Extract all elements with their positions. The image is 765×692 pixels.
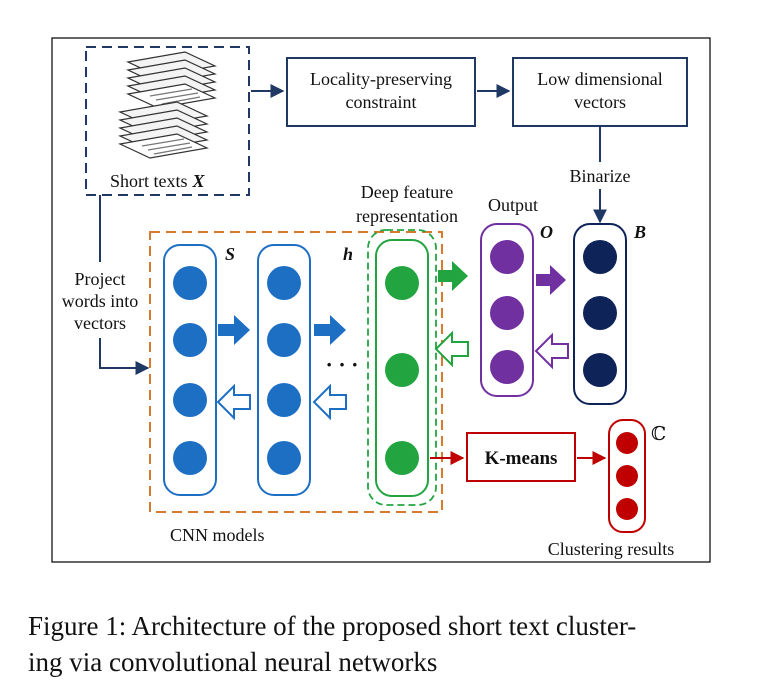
kmeans-box xyxy=(466,432,576,482)
deep-feature-label-1: Deep feature xyxy=(361,182,453,202)
deep-feature-label-2: representation xyxy=(356,206,458,226)
caption-line-2: ing via convolutional neural networks xyxy=(28,647,438,677)
project-label-3: vectors xyxy=(74,313,126,333)
green-forward-arrow xyxy=(438,261,468,291)
project-arrow xyxy=(99,338,150,375)
symbol-s: S xyxy=(225,244,235,264)
figure-frame xyxy=(51,37,711,563)
cnn-models-box xyxy=(149,231,443,513)
binary-node-3 xyxy=(583,353,617,387)
cnn-l2-node-2 xyxy=(267,323,301,357)
cnn-s-node-3 xyxy=(173,383,207,417)
caption-line-1: Figure 1: Architecture of the proposed s… xyxy=(28,611,637,641)
binarize-label: Binarize xyxy=(570,166,631,186)
cnn-l2-node-1 xyxy=(267,266,301,300)
output-node-2 xyxy=(490,296,524,330)
binary-node-1 xyxy=(583,240,617,274)
locality-label-1: Locality-preserving xyxy=(310,69,452,89)
purple-forward-arrow xyxy=(536,265,566,295)
cnn-l2-node-4 xyxy=(267,441,301,475)
cnn-layer-2 xyxy=(257,244,311,496)
feature-node-3 xyxy=(385,441,419,475)
project-label-1: Project xyxy=(75,269,126,289)
cnn-s-node-1 xyxy=(173,266,207,300)
symbol-b: B xyxy=(633,222,646,242)
cnn-l2-node-3 xyxy=(267,383,301,417)
symbol-o: O xyxy=(540,222,553,242)
locality-label-2: constraint xyxy=(346,92,417,112)
output-node-1 xyxy=(490,240,524,274)
kmeans-label: K-means xyxy=(485,448,558,469)
symbol-c: ℂ xyxy=(651,424,666,445)
feature-node-1 xyxy=(385,266,419,300)
cluster-node-1 xyxy=(616,432,638,454)
cnn-s-node-2 xyxy=(173,323,207,357)
cnn-models-label: CNN models xyxy=(170,525,265,545)
output-node-3 xyxy=(490,350,524,384)
binary-node-2 xyxy=(583,296,617,330)
cnn-s-node-4 xyxy=(173,441,207,475)
low-dim-label-2: vectors xyxy=(574,92,626,112)
forward-arrow-1 xyxy=(218,315,250,345)
low-dim-box xyxy=(512,57,688,127)
short-texts-box xyxy=(85,46,250,196)
feature-node-2 xyxy=(385,353,419,387)
green-backward-arrow xyxy=(434,330,469,368)
backward-arrow-2 xyxy=(312,383,347,421)
document-stack-icon xyxy=(118,51,217,159)
low-dim-label-1: Low dimensional xyxy=(537,69,662,89)
locality-box xyxy=(286,57,476,127)
cluster-node-3 xyxy=(616,498,638,520)
feature-layer-outline xyxy=(367,229,437,506)
backward-arrow-1 xyxy=(216,383,251,421)
output-label: Output xyxy=(488,195,538,215)
clustering-results-label: Clustering results xyxy=(548,539,675,559)
ellipsis: · · · xyxy=(325,352,358,377)
symbol-h: h xyxy=(343,244,353,264)
cluster-node-2 xyxy=(616,465,638,487)
figure-caption: Figure 1: Architecture of the proposed s… xyxy=(28,608,748,680)
forward-arrow-2 xyxy=(314,315,346,345)
project-label-2: words into xyxy=(62,291,139,311)
purple-backward-arrow xyxy=(534,332,569,370)
cnn-layer-s xyxy=(163,244,217,496)
